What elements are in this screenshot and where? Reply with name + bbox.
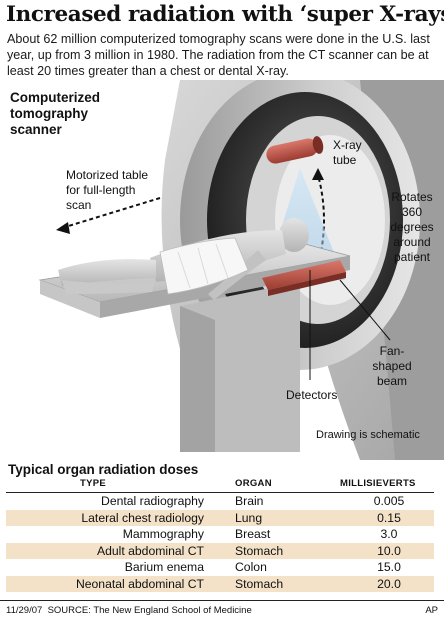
schematic-note: Drawing is schematic [316,429,420,441]
column-type: TYPE [80,478,107,489]
row-type: Neonatal abdominal CT [75,576,204,591]
scanner-label: Computerized tomography scanner [10,90,101,137]
table-direction-arrow [61,197,161,229]
doses-table-header: TYPE ORGAN MILLISIEVERTS [6,477,434,491]
table-row: Lateral chest radiology Lung 0.15 [6,509,434,526]
row-organ: Lung [235,510,263,525]
row-type: Mammography [122,527,204,541]
row-organ: Colon [235,560,267,574]
footer-source-text: SOURCE: The New England School of Medici… [47,605,252,616]
column-organ: ORGAN [235,478,272,489]
rotates-label: Rotates 360 degrees around patient [390,190,434,264]
column-millisieverts: MILLISIEVERTS [340,478,416,489]
row-organ: Stomach [235,543,284,558]
row-type: Barium enema [124,560,204,574]
xray-tube-label: X-ray tube [333,138,362,167]
row-type: Lateral chest radiology [81,510,204,525]
table-label: Motorized table for full-length scan [66,168,149,212]
table-row: Neonatal abdominal CT Stomach 20.0 [6,575,434,592]
ct-scanner-illustration [38,80,444,460]
row-millisieverts: 0.005 [373,494,405,508]
row-organ: Breast [235,527,271,541]
doses-table-title: Typical organ radiation doses [8,462,199,477]
detectors-label: Detectors [286,388,338,402]
row-millisieverts: 15.0 [377,560,401,574]
row-millisieverts: 20.0 [377,576,401,591]
xray-tube-icon [266,136,324,164]
sheet [159,237,249,295]
detectors-icon [262,260,346,296]
graphic-title: Increased radiation with ‘super X-rays’ [6,2,444,27]
footer-date: 11/29/07 [6,605,43,616]
footer-credit: AP [425,605,438,616]
row-millisieverts: 3.0 [380,527,398,541]
doses-table: Dental radiography Brain 0.005 Lateral c… [6,492,434,592]
row-millisieverts: 10.0 [377,543,401,558]
footer-source: 11/29/07 SOURCE: The New England School … [6,605,252,616]
row-millisieverts: 0.15 [377,510,401,525]
row-organ: Stomach [235,576,284,591]
table-row: Mammography Breast 3.0 [6,526,434,543]
row-organ: Brain [235,494,264,508]
footer: 11/29/07 SOURCE: The New England School … [0,600,444,619]
table-row: Adult abdominal CT Stomach 10.0 [6,542,434,559]
table-row: Dental radiography Brain 0.005 [6,493,434,510]
fan-beam-label: Fan-shaped beam [372,344,412,388]
intro-paragraph: About 62 million computerized tomography… [7,32,430,78]
table-row: Barium enema Colon 15.0 [6,559,434,576]
patient-figure [58,218,309,300]
row-type: Adult abdominal CT [96,543,204,558]
row-type: Dental radiography [101,494,204,508]
